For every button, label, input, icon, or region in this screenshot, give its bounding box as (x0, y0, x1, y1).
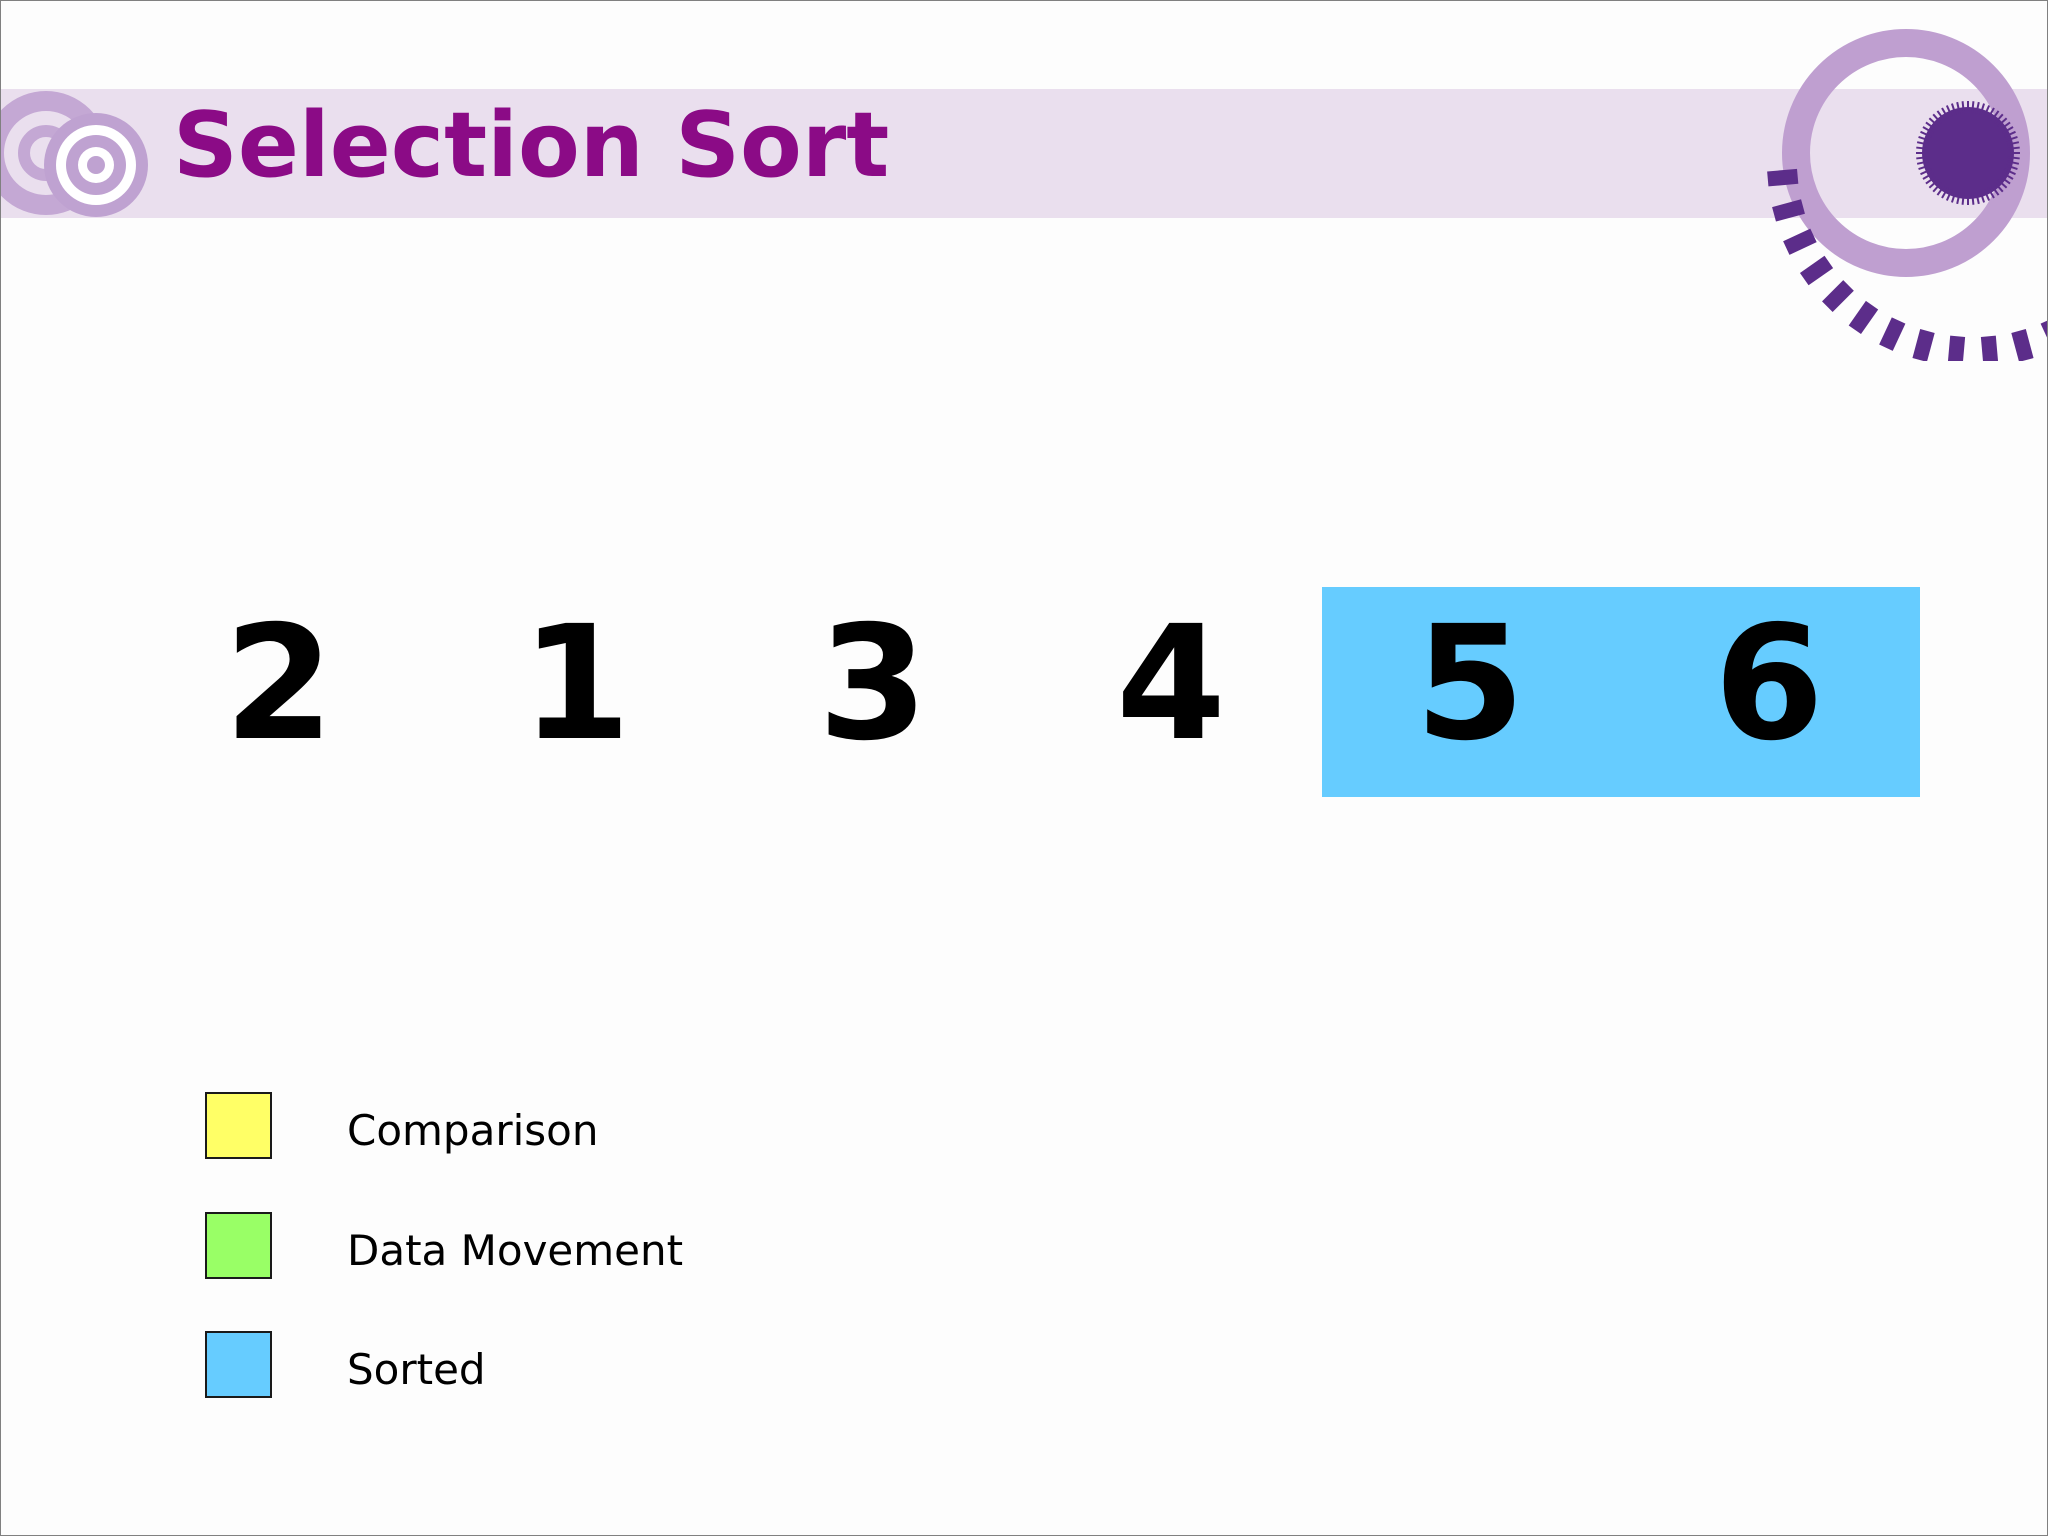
array-value: 5 (1415, 592, 1525, 776)
legend-swatch (205, 1331, 272, 1398)
concentric-rings-logo (1, 91, 148, 217)
title-band (1, 89, 2047, 218)
array-value: 2 (224, 592, 334, 776)
array-value: 1 (521, 592, 631, 776)
legend-label: Comparison (347, 1106, 599, 1155)
legend-label: Data Movement (347, 1226, 684, 1275)
slide-title: Selection Sort (173, 93, 890, 198)
legend-swatch (205, 1212, 272, 1279)
array-value: 4 (1116, 592, 1226, 776)
array-value: 3 (818, 592, 928, 776)
legend-label: Sorted (347, 1345, 486, 1394)
array-value: 6 (1714, 592, 1824, 776)
sorted-region-highlight (1322, 587, 1920, 797)
sunburst-decoration (1767, 29, 2047, 361)
legend-swatch (205, 1092, 272, 1159)
